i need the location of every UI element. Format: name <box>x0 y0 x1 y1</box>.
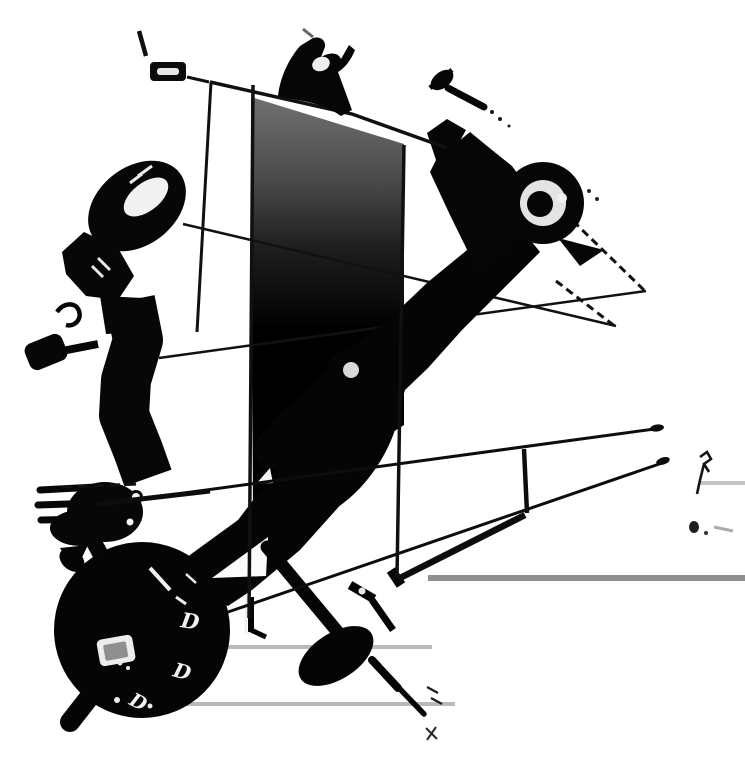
hitch-lines <box>95 424 670 614</box>
edge-glyph-marks <box>689 450 734 535</box>
standard-beam-assembly <box>24 295 172 487</box>
gap-slash <box>148 566 172 592</box>
hitch-line-upper-thick <box>97 488 211 507</box>
hub-wedge <box>558 238 604 266</box>
top-clamp-hole <box>312 56 330 72</box>
glyph-dot <box>704 531 708 535</box>
disc-wheel-assembly <box>54 542 230 732</box>
leg-strut <box>260 540 353 649</box>
string-anchor <box>386 567 406 588</box>
loop-highlight-2 <box>129 172 143 185</box>
gap-wedge-large <box>212 537 268 578</box>
dashed-pin-line <box>61 482 141 489</box>
right-wire <box>395 144 406 578</box>
hub-speck-2 <box>595 197 599 201</box>
top-clamp-assembly <box>278 37 355 116</box>
top-dash-mark <box>136 30 149 57</box>
hitch-tip-lower <box>656 457 670 465</box>
clamp-highlight-1 <box>96 256 112 272</box>
left-wire-b <box>247 84 255 619</box>
washer-2 <box>123 515 137 529</box>
main-arm-assembly <box>172 222 540 606</box>
id-plate-inner <box>103 641 129 661</box>
disc-scratch <box>175 595 187 606</box>
glyph-gray-dash <box>713 525 734 533</box>
arm-bulge <box>275 364 401 520</box>
dashed-leader-1 <box>571 219 648 294</box>
lower-leg-assembly <box>244 540 443 741</box>
rod-tick-2 <box>430 697 443 705</box>
axle-stub <box>60 680 105 732</box>
id-plate <box>96 634 136 667</box>
speck-2 <box>126 666 130 670</box>
standard-beam <box>99 295 172 487</box>
hitch-line-lower-thick <box>396 512 527 582</box>
hitch-line-lower <box>227 459 669 614</box>
glyph-blob <box>689 521 699 533</box>
hub-bracket-assembly <box>427 68 604 272</box>
bolt-shaft <box>444 84 488 111</box>
gap-slash-2 <box>185 573 197 584</box>
bolt-cap <box>428 68 454 90</box>
top-gray-dash <box>302 27 314 39</box>
glyph-squiggle <box>695 450 713 495</box>
loop-ring-hole <box>123 177 169 217</box>
l-bracket-foot <box>249 627 268 640</box>
top-link-dash <box>186 75 210 84</box>
pivot-bolt-head <box>343 362 359 378</box>
disc-wheel <box>54 542 230 718</box>
top-clamp-body <box>278 37 355 116</box>
comb-clevis-assembly <box>34 482 143 576</box>
speck-4 <box>147 703 153 709</box>
disc-mark-1: D <box>178 607 202 635</box>
clamp-base <box>62 232 134 300</box>
string-lines <box>136 27 448 619</box>
top-wire <box>209 80 448 150</box>
s-hook <box>55 302 82 328</box>
bracket-bar <box>427 119 466 168</box>
knob-stem <box>61 340 99 355</box>
buckle-slot <box>157 68 179 75</box>
hitch-connector <box>521 448 530 514</box>
bolt-speck-3 <box>507 124 511 128</box>
speck-1 <box>117 660 123 666</box>
bracket-body <box>430 132 522 272</box>
callout-line-cross <box>182 222 617 328</box>
bolt-speck-2 <box>498 117 502 121</box>
cross-mark-2 <box>426 726 437 741</box>
disc-lug <box>59 548 85 572</box>
lower-rod-taper <box>368 656 402 692</box>
rod-tick-1 <box>426 686 439 694</box>
clamp-highlight-2 <box>90 264 105 279</box>
hub-center <box>527 191 553 217</box>
bolt-speck-1 <box>490 110 494 114</box>
left-wire-a <box>195 81 213 333</box>
knob <box>24 333 68 371</box>
buckle <box>150 62 186 81</box>
hitch-tip-upper <box>650 424 664 432</box>
leg-clamp-block <box>298 626 374 686</box>
speck-3 <box>114 697 120 703</box>
junction-link <box>369 597 396 633</box>
junction-pin <box>358 587 366 595</box>
hub-speck-1 <box>587 189 591 193</box>
hub-rivet <box>557 193 567 203</box>
